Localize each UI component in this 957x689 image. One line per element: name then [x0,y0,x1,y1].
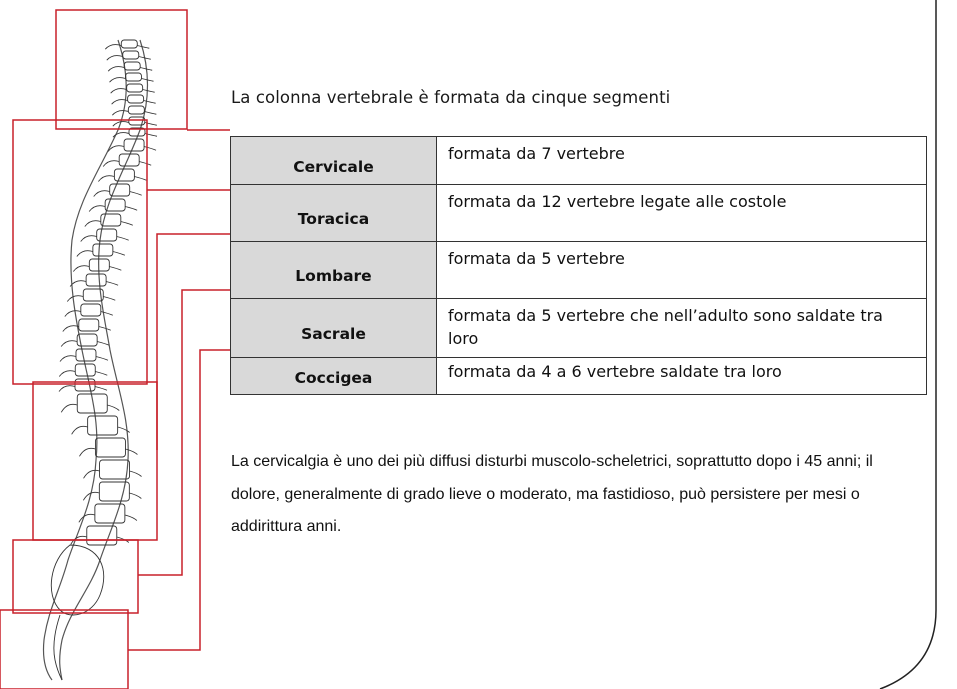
segments-table: Cervicale formata da 7 vertebre Toracica… [230,136,927,395]
connector-lombare [156,233,230,450]
segment-description: formata da 7 vertebre [436,136,927,185]
thoracic-box [12,119,148,385]
connector-coccigea [128,349,230,651]
cervical-box [55,9,188,130]
table-row: Lombare formata da 5 vertebre [230,241,927,299]
table-row: Sacrale formata da 5 vertebre che nell’a… [230,298,927,358]
table-row: Cervicale formata da 7 vertebre [230,136,927,185]
vertebrae [50,39,158,681]
segment-boxes [0,9,188,689]
sacral-box [12,539,139,614]
table-row: Coccigea formata da 4 a 6 vertebre salda… [230,357,927,395]
segment-name: Lombare [230,241,437,299]
cervicalgia-paragraph: La cervicalgia è uno dei più diffusi dis… [231,453,873,535]
segment-name: Cervicale [230,136,437,185]
segment-description: formata da 12 vertebre legate alle costo… [436,184,927,242]
table-row: Toracica formata da 12 vertebre legate a… [230,184,927,242]
segment-name: Coccigea [230,357,437,395]
intro-text: La colonna vertebrale è formata da cinqu… [231,88,671,107]
page-frame [879,0,937,689]
connector-sacrale [138,289,230,576]
connector-lines [128,129,230,651]
segment-description: formata da 5 vertebre che nell’adulto so… [436,298,927,358]
segment-name: Toracica [230,184,437,242]
coccyx-box [0,609,129,689]
segment-description: formata da 5 vertebre [436,241,927,299]
segment-name: Sacrale [230,298,437,358]
segment-description: formata da 4 a 6 vertebre saldate tra lo… [436,357,927,395]
